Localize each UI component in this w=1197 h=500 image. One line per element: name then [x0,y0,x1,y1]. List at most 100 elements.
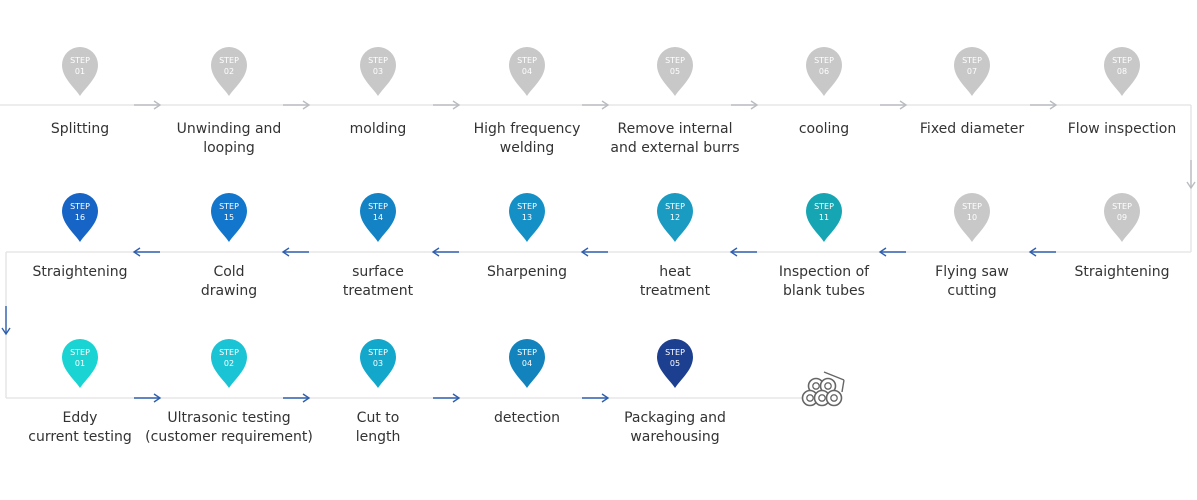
location-pin-icon [62,47,98,96]
location-pin-icon [360,339,396,388]
step-number: 16 [75,213,85,222]
step-number: 13 [522,213,532,222]
step-label-r2-s13: Sharpening [487,264,567,280]
step-number: 02 [224,67,234,76]
step-number: 08 [1117,67,1127,76]
step-number: 02 [224,359,234,368]
location-pin-icon [806,47,842,96]
step-number: 09 [1117,213,1127,222]
location-pin-icon [657,47,693,96]
location-pin-icon [509,47,545,96]
flow-arrow-row1-3 [433,100,461,110]
step-number: 10 [967,213,977,222]
flow-arrow-row1-5 [731,100,759,110]
step-prefix: STEP [665,348,685,357]
step-prefix: STEP [219,202,239,211]
step-marker-r2-s16: STEP 16 [62,193,98,242]
step-prefix: STEP [368,56,388,65]
flow-arrow-down-left [1,306,11,336]
flow-arrow-row1-1 [134,100,162,110]
flow-arrow-row3-3 [433,393,461,403]
flow-arrow-row2-1 [1028,247,1056,257]
step-label-r3-s02: Ultrasonic testing(customer requirement) [145,410,313,445]
pipe-bundle-icon [801,371,845,407]
step-marker-r2-s13: STEP 13 [509,193,545,242]
step-number: 04 [522,67,532,76]
step-number: 03 [373,67,383,76]
step-marker-r1-s02: STEP 02 [211,47,247,96]
step-marker-r2-s12: STEP 12 [657,193,693,242]
step-prefix: STEP [814,56,834,65]
flow-arrow-row3-2 [283,393,311,403]
step-number: 06 [819,67,829,76]
step-marker-r2-s11: STEP 11 [806,193,842,242]
location-pin-icon [62,339,98,388]
step-number: 11 [819,213,829,222]
flow-arrow-row3-1 [134,393,162,403]
location-pin-icon [657,193,693,242]
step-marker-r3-s04: STEP 04 [509,339,545,388]
step-label-r1-s03: molding [350,121,407,137]
step-prefix: STEP [517,202,537,211]
step-number: 04 [522,359,532,368]
step-prefix: STEP [517,348,537,357]
step-prefix: STEP [70,202,90,211]
step-prefix: STEP [962,56,982,65]
flow-arrow-down-right [1186,160,1196,190]
step-prefix: STEP [70,348,90,357]
step-marker-r2-s10: STEP 10 [954,193,990,242]
step-prefix: STEP [368,348,388,357]
flow-arrow-row1-2 [283,100,311,110]
step-prefix: STEP [665,202,685,211]
location-pin-icon [954,193,990,242]
step-marker-r3-s05: STEP 05 [657,339,693,388]
location-pin-icon [211,193,247,242]
location-pin-icon [211,339,247,388]
flow-arrow-row1-6 [880,100,908,110]
step-label-r1-s08: Flow inspection [1068,121,1176,137]
step-number: 12 [670,213,680,222]
step-marker-r1-s06: STEP 06 [806,47,842,96]
step-prefix: STEP [814,202,834,211]
location-pin-icon [806,193,842,242]
step-number: 01 [75,67,85,76]
location-pin-icon [657,339,693,388]
step-number: 03 [373,359,383,368]
flow-arrow-row3-4 [582,393,610,403]
step-label-r3-s04: detection [494,410,560,426]
step-prefix: STEP [219,56,239,65]
step-label-r1-s01: Splitting [51,121,109,137]
step-prefix: STEP [962,202,982,211]
flow-arrow-row1-4 [582,100,610,110]
step-marker-r3-s01: STEP 01 [62,339,98,388]
step-number: 01 [75,359,85,368]
step-prefix: STEP [665,56,685,65]
step-prefix: STEP [368,202,388,211]
flow-arrow-row1-7 [1030,100,1058,110]
flow-arrow-row2-2 [878,247,906,257]
step-marker-r1-s04: STEP 04 [509,47,545,96]
flow-arrow-row2-7 [132,247,160,257]
step-prefix: STEP [517,56,537,65]
step-marker-r3-s03: STEP 03 [360,339,396,388]
step-number: 05 [670,359,680,368]
step-marker-r1-s03: STEP 03 [360,47,396,96]
